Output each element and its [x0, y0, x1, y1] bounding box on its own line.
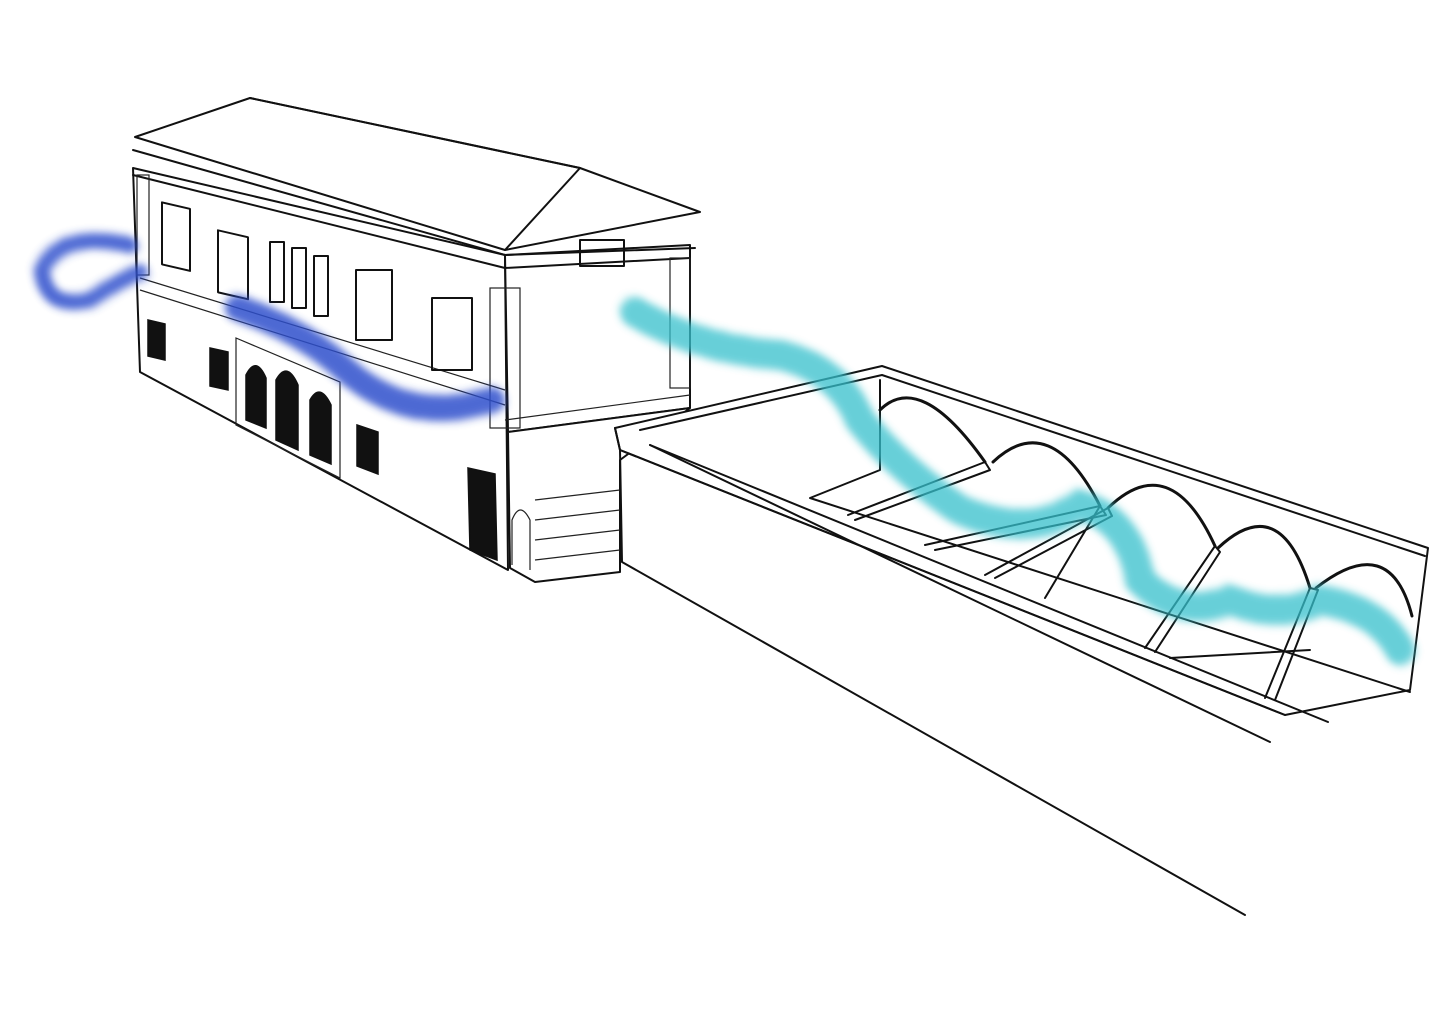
- upper-windows: [161, 201, 625, 371]
- aqueduct: [614, 365, 1429, 916]
- air-flow-light: [620, 297, 1415, 665]
- villa-building: [132, 97, 701, 583]
- ground-floor: [147, 319, 621, 570]
- aqueduct-arches: [878, 396, 1414, 618]
- air-flow-dark: [33, 232, 505, 422]
